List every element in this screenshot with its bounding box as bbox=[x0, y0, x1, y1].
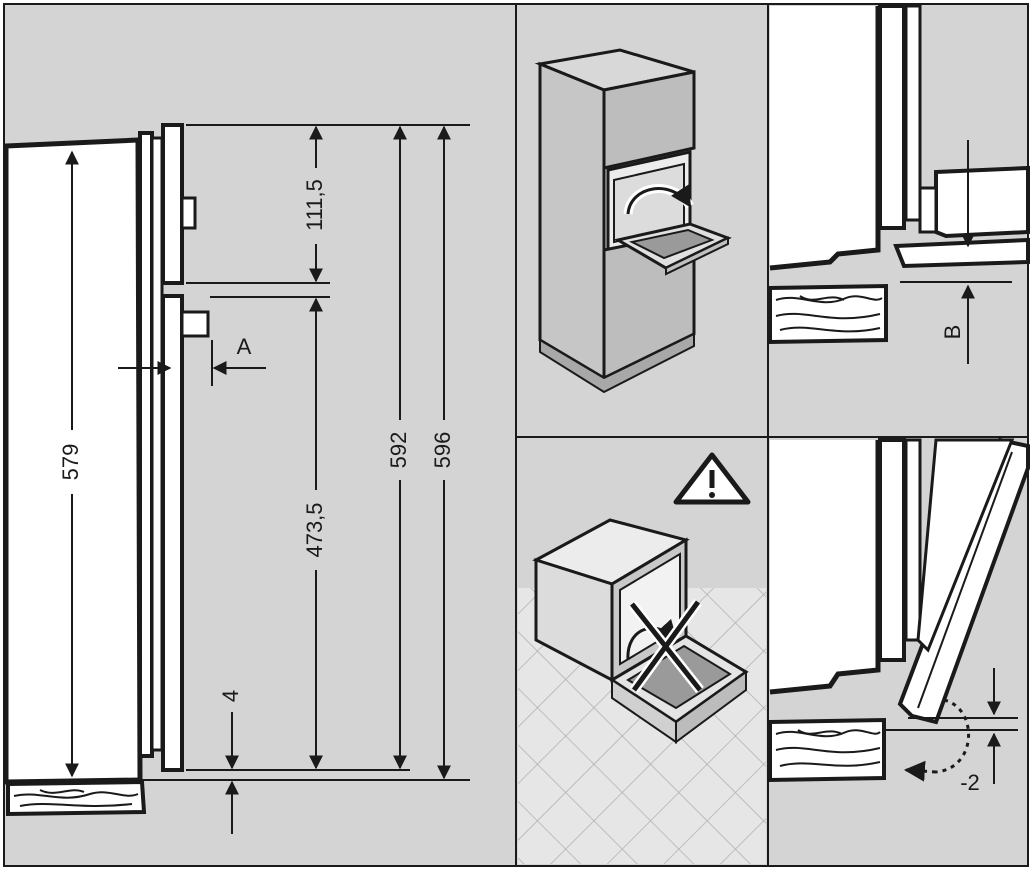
dim-label-111-5: 111,5 bbox=[302, 179, 327, 231]
knob bbox=[180, 196, 197, 230]
dim-label-bg-579 bbox=[56, 430, 88, 494]
door-strip-inner-2 bbox=[904, 438, 922, 642]
warning-panel bbox=[518, 452, 766, 864]
upper-door-panel bbox=[161, 123, 184, 285]
wood-grain-2 bbox=[775, 729, 881, 767]
bracket bbox=[934, 165, 1030, 239]
dim-label-4: 4 bbox=[218, 690, 243, 702]
door-lying-glass bbox=[626, 644, 732, 710]
cabinet-plinth bbox=[539, 332, 695, 394]
label-offset: -2 bbox=[960, 770, 980, 795]
cabinet-side bbox=[538, 61, 606, 381]
tilted-door-inner bbox=[917, 451, 1013, 709]
tilted-door-panel bbox=[916, 438, 1015, 653]
detail-offset-panel: -2 bbox=[768, 437, 1030, 795]
cabinet-front-upper bbox=[602, 70, 696, 170]
door-edge bbox=[665, 236, 729, 276]
door-strip-outer bbox=[878, 4, 906, 230]
warning-dot bbox=[709, 492, 715, 498]
front-trim bbox=[138, 131, 154, 758]
side-view-panel: 579 111,5 473,5 592 596 4 A bbox=[3, 123, 470, 834]
detail-b-panel: B bbox=[768, 4, 1030, 364]
crossed-out-icon bbox=[630, 600, 702, 692]
wall-area bbox=[770, 6, 878, 268]
dim-label-bg-111-5 bbox=[300, 168, 332, 244]
dim-label-579: 579 bbox=[58, 444, 83, 481]
wall-area-2 bbox=[770, 440, 878, 692]
handle bbox=[180, 310, 210, 338]
bracket-joint bbox=[918, 186, 938, 234]
dim-label-473-5: 473,5 bbox=[302, 502, 327, 557]
door-strip-outer-2 bbox=[878, 438, 906, 662]
rotation-arc bbox=[935, 698, 970, 774]
bottom-plate bbox=[893, 237, 1030, 269]
door-strip-inner bbox=[904, 4, 922, 222]
dim-label-bg-596 bbox=[428, 420, 460, 480]
wood-grain bbox=[13, 789, 139, 807]
open-door-arrow-icon bbox=[626, 184, 692, 215]
label-b: B bbox=[940, 325, 965, 340]
dim-label-bg-473-5 bbox=[300, 490, 332, 570]
door-glass bbox=[629, 228, 715, 260]
tall-cabinet-panel bbox=[534, 48, 732, 394]
dim-label-596: 596 bbox=[430, 432, 455, 469]
dim-label-592: 592 bbox=[386, 432, 411, 469]
lower-door-panel bbox=[161, 294, 184, 772]
door-lying-front bbox=[675, 670, 747, 744]
front-trim-inner bbox=[150, 136, 164, 752]
dim-label-bg-592 bbox=[384, 420, 416, 480]
wood-grain-b bbox=[775, 295, 883, 333]
label-a: A bbox=[237, 334, 252, 359]
